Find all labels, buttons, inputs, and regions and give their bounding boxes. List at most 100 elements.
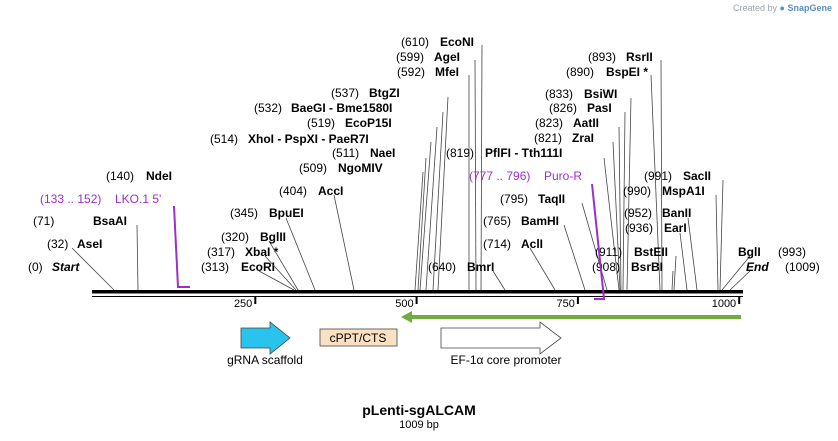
enzyme-leader-line <box>563 224 586 291</box>
enzyme-label: BanII <box>662 206 691 220</box>
enzyme-leader-line <box>268 240 299 291</box>
enzyme-pos: (532) <box>254 101 282 115</box>
enzyme-pos: (71) <box>33 214 54 228</box>
enzyme-label: BmrI <box>467 260 494 274</box>
enzyme-end-pos: (1009) <box>785 260 820 274</box>
enzyme-label: TaqII <box>538 192 565 206</box>
enzyme-leader-line <box>622 111 626 291</box>
enzyme-label: NaeI <box>370 146 395 160</box>
enzyme-label: ZraI <box>572 131 594 145</box>
enzyme-leader-line <box>650 74 661 291</box>
feature-grna-scaffold-arrow <box>240 321 291 355</box>
enzyme-pos: (821) <box>534 131 562 145</box>
enzyme-label: SacII <box>683 169 711 183</box>
enzyme-label: EarI <box>664 221 687 235</box>
axis-tick-label: 750 <box>557 298 575 310</box>
primer-puro-arrow <box>591 183 606 300</box>
enzyme-leader-line <box>258 270 295 291</box>
plasmid-size: 1009 bp <box>399 419 439 431</box>
enzyme-label: PflFI - Tth111I <box>485 146 562 160</box>
axis-tick <box>576 296 579 304</box>
enzyme-label: AccI <box>318 184 343 198</box>
enzyme-label: BaeGI - Bme1580I <box>291 101 392 115</box>
enzyme-leader-line <box>679 232 688 291</box>
enzyme-pos: (599) <box>396 50 424 64</box>
enzyme-label: NdeI <box>146 169 172 183</box>
enzyme-pos: (823) <box>535 116 563 130</box>
axis-tick <box>738 296 741 304</box>
enzyme-leader-line <box>660 59 663 291</box>
enzyme-leader-line <box>687 217 698 291</box>
enzyme-leader-line <box>581 202 608 291</box>
backbone-line <box>92 290 743 294</box>
enzyme-label: BsaAI <box>93 214 127 228</box>
enzyme-label: AgeI <box>434 50 460 64</box>
enzyme-pos: (32) <box>47 237 68 251</box>
enzyme-pos: (911) <box>595 245 622 259</box>
enzyme-pos: (519) <box>307 116 335 130</box>
enzyme-leader-line <box>729 270 751 291</box>
enzyme-pos: (993) <box>778 245 806 259</box>
enzyme-leader-line <box>425 126 438 291</box>
enzyme-label: PasI <box>587 101 612 115</box>
enzyme-label: BsiWI <box>584 87 617 101</box>
enzyme-pos: (936) <box>625 221 653 235</box>
enzyme-leader-line <box>480 44 483 291</box>
credit-brand: SnapGene <box>787 3 832 13</box>
primer-puro-range: (777 .. 796) <box>469 169 530 183</box>
enzyme-label: BglI <box>738 245 761 259</box>
feature-ef1a-label: EF-1α core promoter <box>451 353 562 367</box>
enzyme-label: BpuEI <box>269 206 304 220</box>
enzyme-leader-line <box>333 194 355 291</box>
enzyme-pos: (990) <box>623 184 651 198</box>
enzyme-label: BamHI <box>521 214 559 228</box>
enzyme-pos: (640) <box>428 260 456 274</box>
enzyme-pos: (320) <box>221 230 249 244</box>
enzyme-label: EcoNI <box>440 35 474 49</box>
enzyme-leader-line <box>719 179 724 291</box>
enzyme-pos: (819) <box>446 146 474 160</box>
enzyme-pos: (714) <box>483 237 511 251</box>
enzyme-label: BglII <box>260 230 286 244</box>
enzyme-label: BsrBI <box>631 260 663 274</box>
enzyme-pos: (313) <box>201 260 229 274</box>
enzyme-pos: (952) <box>624 206 652 220</box>
enzyme-label: NgoMIV <box>338 161 383 175</box>
enzyme-label: BspEI * <box>606 65 648 79</box>
enzyme-pos: (833) <box>545 87 573 101</box>
axis-tick <box>415 296 418 304</box>
enzyme-pos: (765) <box>483 214 511 228</box>
enzyme-leader-line <box>671 270 674 291</box>
enzyme-label: BstEII <box>634 245 668 259</box>
primer-lko1-range: (133 .. 152) <box>40 192 101 206</box>
enzyme-label: MspA1I <box>662 184 705 198</box>
axis-tick-label: 250 <box>234 298 252 310</box>
enzyme-pos: (795) <box>500 192 528 206</box>
enzyme-start-label: Start <box>52 260 80 274</box>
snapgene-credit: Created by ● SnapGene <box>733 3 832 13</box>
enzyme-leader-line <box>136 224 139 291</box>
enzyme-label: RsrII <box>626 50 653 64</box>
enzyme-pos: (509) <box>299 161 327 175</box>
enzyme-pos: (890) <box>566 65 594 79</box>
enzyme-leader-line <box>437 96 449 291</box>
enzyme-pos: (537) <box>331 86 359 100</box>
enzyme-pos: (317) <box>207 245 235 259</box>
axis-tick-label: 1000 <box>712 298 736 310</box>
feature-cppt-box <box>319 328 398 347</box>
primer-lko1-label: LKO.1 5' <box>115 192 161 206</box>
enzyme-leader-line <box>603 157 620 291</box>
feature-grna-scaffold-label: gRNA scaffold <box>227 353 303 367</box>
enzyme-leader-line <box>715 194 719 291</box>
enzyme-label: AseI <box>77 237 102 251</box>
enzyme-leader-line <box>492 270 506 291</box>
enzyme-pos: (991) <box>644 169 672 183</box>
enzyme-pos: (610) <box>401 35 429 49</box>
enzyme-leader-line <box>673 255 677 291</box>
enzyme-leader-line <box>71 247 115 291</box>
enzyme-label: BtgZI <box>369 86 400 100</box>
primer-puro-label: Puro-R <box>544 169 582 183</box>
enzyme-end-label: End <box>746 260 769 274</box>
enzyme-leader-line <box>474 59 477 291</box>
